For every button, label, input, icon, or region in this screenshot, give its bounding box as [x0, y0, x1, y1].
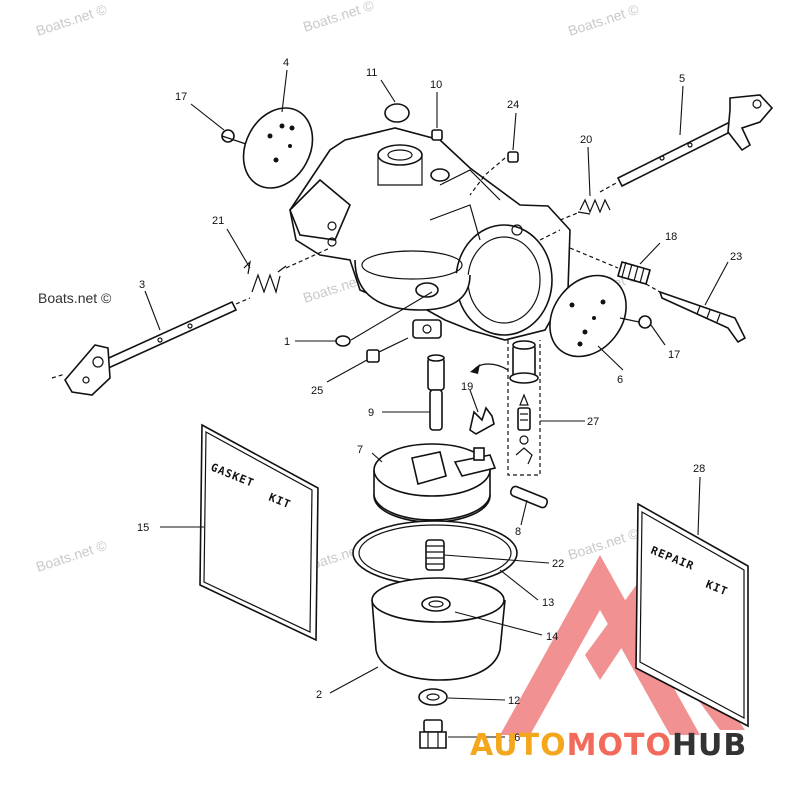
- callout-12: 12: [508, 695, 520, 707]
- callout-23: 23: [730, 251, 742, 263]
- part-19-clip: [469, 406, 495, 435]
- callout-22: 22: [552, 558, 564, 570]
- repair-kit-card: REPAIR KIT: [635, 502, 749, 728]
- callout-16: 16: [508, 732, 520, 744]
- callout-15: 15: [137, 522, 149, 534]
- part-22-spring: [425, 539, 445, 571]
- callout-5: 5: [679, 73, 685, 85]
- part-11-plug: [384, 103, 410, 123]
- part-5-choke-shaft: [599, 94, 774, 193]
- callout-18: 18: [665, 231, 677, 243]
- part-16-drain-screw: [419, 719, 447, 749]
- callout-20: 20: [580, 134, 592, 146]
- part-23-needle: [645, 283, 747, 344]
- part-17-screw: [221, 129, 247, 145]
- part-20-spring: [559, 198, 611, 221]
- callout-3: 3: [139, 279, 145, 291]
- callout-21: 21: [212, 215, 224, 227]
- callout-25: 25: [311, 385, 323, 397]
- callout-labels: 4 17 11 10 24 5 20 21 3 18 23 1 17 6 25 …: [137, 57, 742, 744]
- callout-9: 9: [368, 407, 374, 419]
- part-27-needle-valve: [507, 340, 541, 476]
- logo-triangle-outer: [500, 555, 700, 735]
- part-24-screw: [469, 151, 519, 196]
- logo-wordmark: AUTOMOTOHUB: [470, 728, 747, 763]
- logo-part-auto: AUTO: [470, 728, 567, 763]
- callout-7: 7: [357, 444, 363, 456]
- watermark: Boats.net ©: [566, 525, 641, 563]
- callout-4: 4: [283, 57, 289, 69]
- callout-19: 19: [461, 381, 473, 393]
- part-8-pin: [509, 485, 549, 509]
- part-12-washer: [418, 688, 448, 706]
- logo-part-moto: MOTO: [567, 728, 672, 763]
- watermark: Boats.net ©: [34, 537, 109, 575]
- callout-11: 11: [366, 67, 377, 79]
- callout-6: 6: [617, 374, 623, 386]
- part-3-throttle-shaft: [51, 297, 251, 396]
- logo-part-hub: HUB: [672, 728, 747, 763]
- callout-1: 1: [284, 336, 290, 348]
- watermark: Boats.net ©: [38, 290, 112, 306]
- part-10-small-plug: [431, 129, 443, 141]
- callout-17: 17: [175, 91, 187, 103]
- callout-24: 24: [507, 99, 519, 111]
- carburetor-body: [289, 127, 571, 341]
- automotohub-logo: AUTOMOTOHUB: [470, 728, 747, 763]
- leader-lines: [144, 69, 729, 738]
- part-21-spring: [243, 247, 331, 295]
- watermark: Boats.net ©: [301, 0, 376, 35]
- callout-2: 2: [316, 689, 322, 701]
- callout-27: 27: [587, 416, 599, 428]
- part-7-float: [373, 443, 497, 523]
- part-18-spring: [569, 247, 651, 285]
- callout-10: 10: [430, 79, 442, 91]
- part-6-choke-plate: [549, 274, 627, 358]
- callout-17b: 17: [668, 349, 680, 361]
- callout-13: 13: [542, 597, 554, 609]
- part-4-throttle-plate: [242, 107, 314, 189]
- callout-28: 28: [693, 463, 705, 475]
- part-2-float-bowl: [371, 577, 506, 681]
- callout-14: 14: [546, 631, 558, 643]
- part-9-jet-tube: [427, 354, 445, 431]
- watermark: Boats.net ©: [34, 1, 109, 39]
- part-25-screw: [366, 337, 409, 363]
- watermark: Boats.net ©: [566, 1, 641, 39]
- part-1-washer: [335, 335, 351, 347]
- part-17-screw-right: [619, 315, 652, 329]
- callout-8: 8: [515, 526, 521, 538]
- gasket-kit-card: GASKET KIT: [199, 423, 319, 642]
